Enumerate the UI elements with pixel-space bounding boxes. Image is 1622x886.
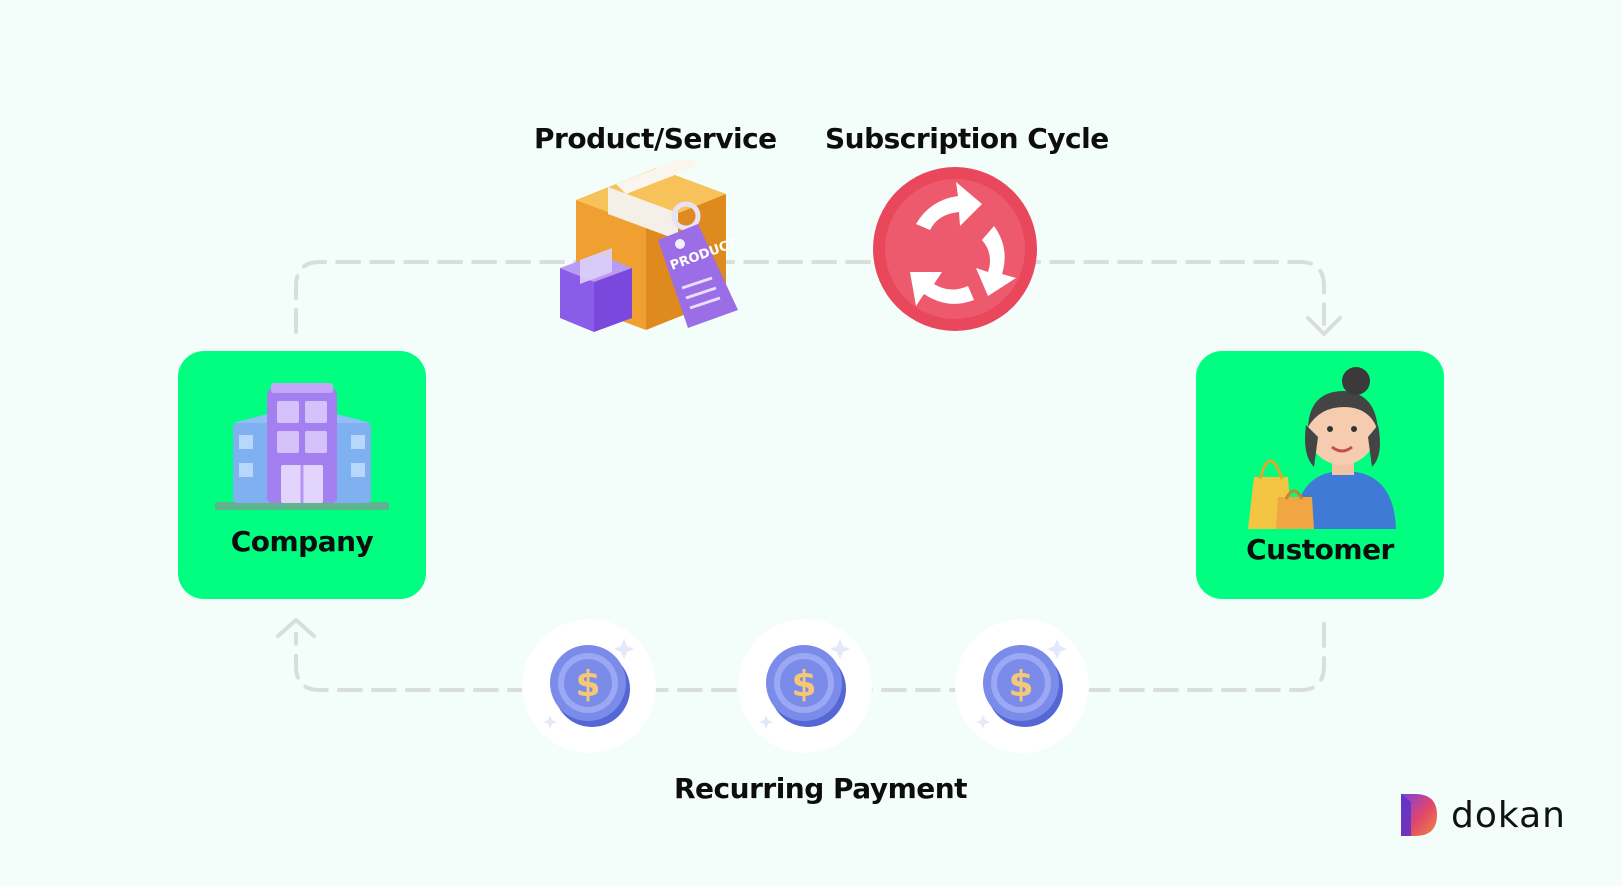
customer-node: Customer	[1196, 351, 1444, 599]
arrow-up-icon	[276, 618, 316, 638]
company-label: Company	[230, 525, 374, 558]
coin-icon: $	[976, 639, 1067, 729]
coin-symbol: $	[575, 664, 600, 705]
brand-name: dokan	[1451, 794, 1566, 836]
shopper-icon	[1248, 367, 1396, 529]
coin-symbol: $	[1008, 664, 1033, 705]
cycle-arrows-icon	[873, 167, 1037, 331]
payment-coin-3: $	[955, 619, 1089, 753]
payment-coin-1: $	[522, 619, 656, 753]
brand-logo: dokan	[1399, 792, 1566, 838]
company-node: Company	[178, 351, 426, 599]
cycle-label: Subscription Cycle	[825, 122, 1109, 155]
arrow-down-icon	[1306, 316, 1342, 336]
customer-label: Customer	[1246, 533, 1394, 566]
payment-coin-2: $	[738, 619, 872, 753]
building-icon	[215, 383, 389, 510]
dokan-logo-icon	[1401, 794, 1438, 836]
product-box-icon: PRODUCT	[560, 160, 740, 332]
coin-icon: $	[543, 639, 634, 729]
coin-symbol: $	[791, 664, 816, 705]
product-label: Product/Service	[534, 122, 777, 155]
payment-label: Recurring Payment	[674, 772, 968, 805]
coin-icon: $	[759, 639, 850, 729]
